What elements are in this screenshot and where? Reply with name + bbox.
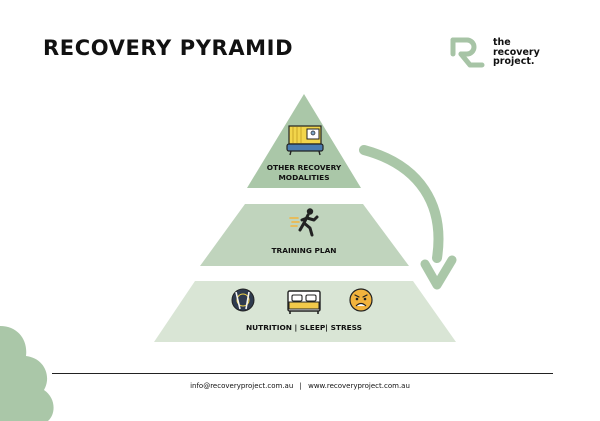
logo-line-1: the [493, 37, 511, 48]
brand-logo: the recovery project. [450, 36, 570, 76]
utensils-icon [231, 288, 255, 312]
logo-mark-icon [450, 37, 485, 68]
decorative-blob [0, 326, 54, 421]
footer-divider [52, 373, 553, 374]
pyramid-tier-middle [200, 204, 409, 266]
tier-label-middle: TRAINING PLAN [271, 246, 337, 255]
bed-icon [287, 290, 321, 314]
logo-wordmark: the recovery project. [493, 38, 563, 67]
footer-website[interactable]: www.recoveryproject.com.au [308, 382, 410, 390]
tier-label-top-line2: MODALITIES [278, 172, 330, 182]
footer-separator: | [299, 382, 302, 390]
curved-arrow-icon [359, 145, 457, 290]
footer-email[interactable]: info@recoveryproject.com.au [190, 382, 294, 390]
bath-shower-icon [286, 125, 324, 156]
runner-icon [289, 208, 319, 237]
page-title: RECOVERY PYRAMID [43, 36, 294, 60]
logo-line-2: recovery [493, 46, 540, 58]
tier-label-bottom: NUTRITION | SLEEP| STRESS [245, 323, 362, 332]
tier-label-top-line1: OTHER RECOVERY [266, 163, 342, 172]
tier-label-top: OTHER RECOVERY MODALITIES [254, 163, 354, 182]
footer-contact: info@recoveryproject.com.au | www.recove… [0, 382, 600, 390]
stressed-face-icon [349, 288, 373, 312]
logo-line-3: project. [493, 56, 535, 67]
